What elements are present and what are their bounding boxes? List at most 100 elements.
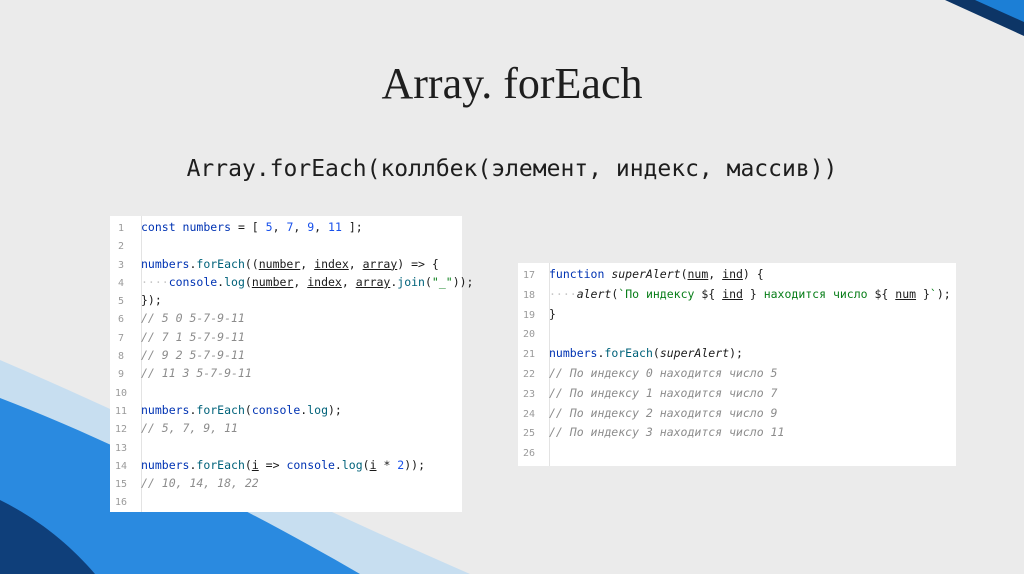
- line-number: 11: [114, 405, 128, 417]
- code-token: });: [141, 293, 162, 308]
- code-token: alert: [576, 286, 612, 301]
- code-token: // 5, 7, 9, 11: [141, 421, 238, 436]
- code-line: 4····console.log(number, index, array.jo…: [110, 273, 474, 291]
- line-number: 24: [522, 408, 536, 420]
- line-number: 3: [117, 259, 125, 271]
- code-token: (: [244, 402, 252, 417]
- code-line: 12// 5, 7, 9, 11: [110, 419, 462, 437]
- code-token: 9: [307, 220, 315, 234]
- code-line: 2: [110, 236, 462, 254]
- code-line: 23// По индексу 1 находится число 7: [518, 384, 956, 404]
- code-line: 8// 9 2 5-7-9-11: [110, 346, 462, 364]
- line-number: 13: [114, 442, 128, 454]
- code-token: i: [369, 457, 377, 472]
- code-token: находится число: [756, 286, 875, 301]
- code-token: (: [424, 274, 432, 289]
- code-token: // 5 0 5-7-9-11: [141, 311, 245, 326]
- code-token: "_": [431, 274, 453, 289]
- code-token: ) {: [742, 267, 764, 281]
- code-token: = [: [231, 220, 266, 234]
- code-line: 16: [110, 492, 462, 510]
- line-number: 5: [117, 296, 125, 308]
- code-token: i: [251, 457, 259, 472]
- code-token: numbers: [182, 220, 232, 234]
- code-token: // По индексу 3 находится число 11: [549, 425, 785, 440]
- code-token: `По индексу: [618, 286, 702, 301]
- code-line: 24 // По индексу 2 находится число 9: [518, 404, 956, 424]
- line-number: 2: [117, 241, 125, 253]
- code-token: console: [251, 402, 301, 417]
- code-line: 13: [110, 438, 462, 456]
- code-token: *: [376, 457, 398, 472]
- code-token: superAlert: [611, 267, 681, 281]
- code-token: (: [652, 346, 660, 361]
- gutter-divider: [141, 216, 142, 512]
- code-line: 6 // 5 0 5-7-9-11: [110, 309, 462, 327]
- code-token: .: [189, 457, 197, 472]
- code-token: // 10, 14, 18, 22: [141, 476, 259, 491]
- code-token: console: [168, 274, 218, 289]
- line-number: 22: [522, 368, 536, 380]
- code-token: ));: [452, 274, 474, 289]
- code-token: // По индексу 1 находится число 7: [549, 385, 778, 400]
- line-number: 14: [114, 460, 128, 472]
- code-token: join: [397, 274, 425, 289]
- stripe-blue-top-right: [975, 0, 1024, 22]
- code-token: ····: [141, 274, 169, 289]
- code-token: .: [597, 346, 605, 361]
- code-token: ) => {: [397, 256, 439, 271]
- code-token: index: [307, 274, 342, 289]
- code-token: 11: [328, 220, 342, 234]
- code-token: .: [300, 402, 308, 417]
- code-line: 20: [518, 324, 956, 344]
- code-token: function: [549, 267, 612, 281]
- code-token: const: [141, 220, 183, 234]
- line-number: 15: [114, 479, 128, 491]
- stripe-dark-top-right: [945, 0, 1024, 36]
- line-number: 19: [522, 309, 536, 321]
- line-number: 10: [114, 387, 128, 399]
- code-line: 10: [110, 383, 462, 401]
- code-token: );: [729, 346, 743, 361]
- code-token: .: [189, 402, 197, 417]
- code-token: (: [680, 267, 688, 281]
- code-line: 5});: [110, 291, 462, 309]
- code-token: numbers: [141, 256, 190, 271]
- code-token: // 11 3 5-7-9-11: [141, 366, 252, 381]
- code-token: ,: [708, 267, 723, 281]
- code-token: forEach: [196, 402, 245, 417]
- code-token: // 7 1 5-7-9-11: [141, 329, 245, 344]
- line-number: 6: [117, 314, 125, 326]
- code-token: ));: [404, 457, 426, 472]
- code-token: num: [687, 267, 709, 281]
- code-token: ,: [293, 274, 308, 289]
- code-token: ${: [874, 286, 896, 301]
- line-number: 21: [522, 349, 536, 361]
- code-token: ,: [314, 220, 329, 234]
- code-token: log: [341, 457, 363, 472]
- line-number: 1: [117, 223, 125, 234]
- code-token: .: [390, 274, 398, 289]
- code-token: // По индексу 2 находится число 9: [549, 405, 778, 420]
- code-token: console: [286, 457, 335, 472]
- code-token: `: [929, 286, 937, 301]
- code-token: );: [936, 286, 951, 301]
- code-token: num: [895, 286, 917, 301]
- code-token: log: [307, 402, 328, 417]
- line-number: 16: [114, 497, 128, 509]
- code-token: numbers: [141, 457, 190, 472]
- code-token: numbers: [549, 346, 598, 361]
- code-token: index: [314, 256, 349, 271]
- code-token: (: [244, 457, 252, 472]
- line-number: 7: [117, 332, 125, 344]
- code-token: log: [224, 274, 245, 289]
- code-token: superAlert: [659, 346, 730, 361]
- code-token: // 9 2 5-7-9-11: [141, 348, 245, 363]
- code-token: }: [916, 286, 930, 301]
- gutter-divider: [549, 263, 550, 466]
